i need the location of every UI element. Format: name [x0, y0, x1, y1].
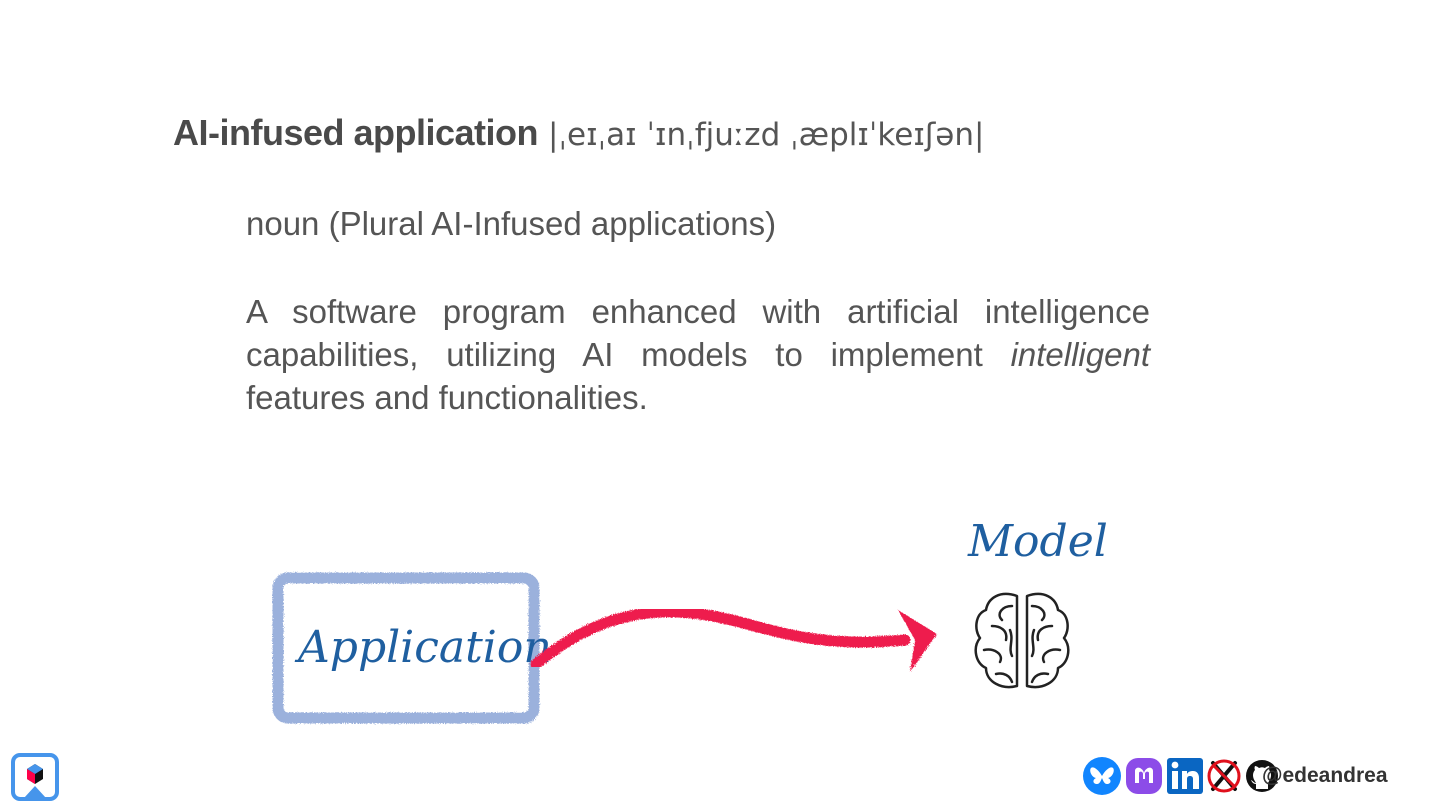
bluesky-icon[interactable] [1082, 756, 1122, 796]
linkedin-icon[interactable] [1166, 757, 1204, 795]
definition-emphasis: intelligent [1010, 336, 1150, 373]
github-icon[interactable] [1244, 757, 1280, 795]
x-crossed-icon[interactable] [1206, 757, 1242, 795]
arrow-head-icon [898, 610, 937, 672]
model-label: Model [967, 516, 1108, 567]
mastodon-icon[interactable] [1124, 756, 1164, 796]
pronunciation: |ˌeɪˌaɪ ˈɪnˌfjuːzd ˌæplɪˈkeɪʃən| [548, 117, 985, 153]
part-of-speech: noun (Plural AI-Infused applications) [246, 205, 777, 242]
definition-heading: AI-infused application |ˌeɪˌaɪ ˈɪnˌfjuːz… [173, 112, 984, 154]
arrow-line [530, 606, 911, 670]
term: AI-infused application [173, 112, 539, 153]
application-label: Application [294, 622, 552, 673]
definition-text: A software program enhanced with artific… [246, 290, 1150, 419]
social-links [1082, 756, 1280, 796]
brain-icon [974, 592, 1070, 689]
application-box [272, 572, 540, 724]
definition-start: A software program enhanced with artific… [246, 293, 1150, 373]
social-handle: @edeandrea [1262, 764, 1388, 787]
definition-end: features and functionalities. [246, 379, 648, 416]
quarkus-logo-icon [11, 753, 59, 801]
